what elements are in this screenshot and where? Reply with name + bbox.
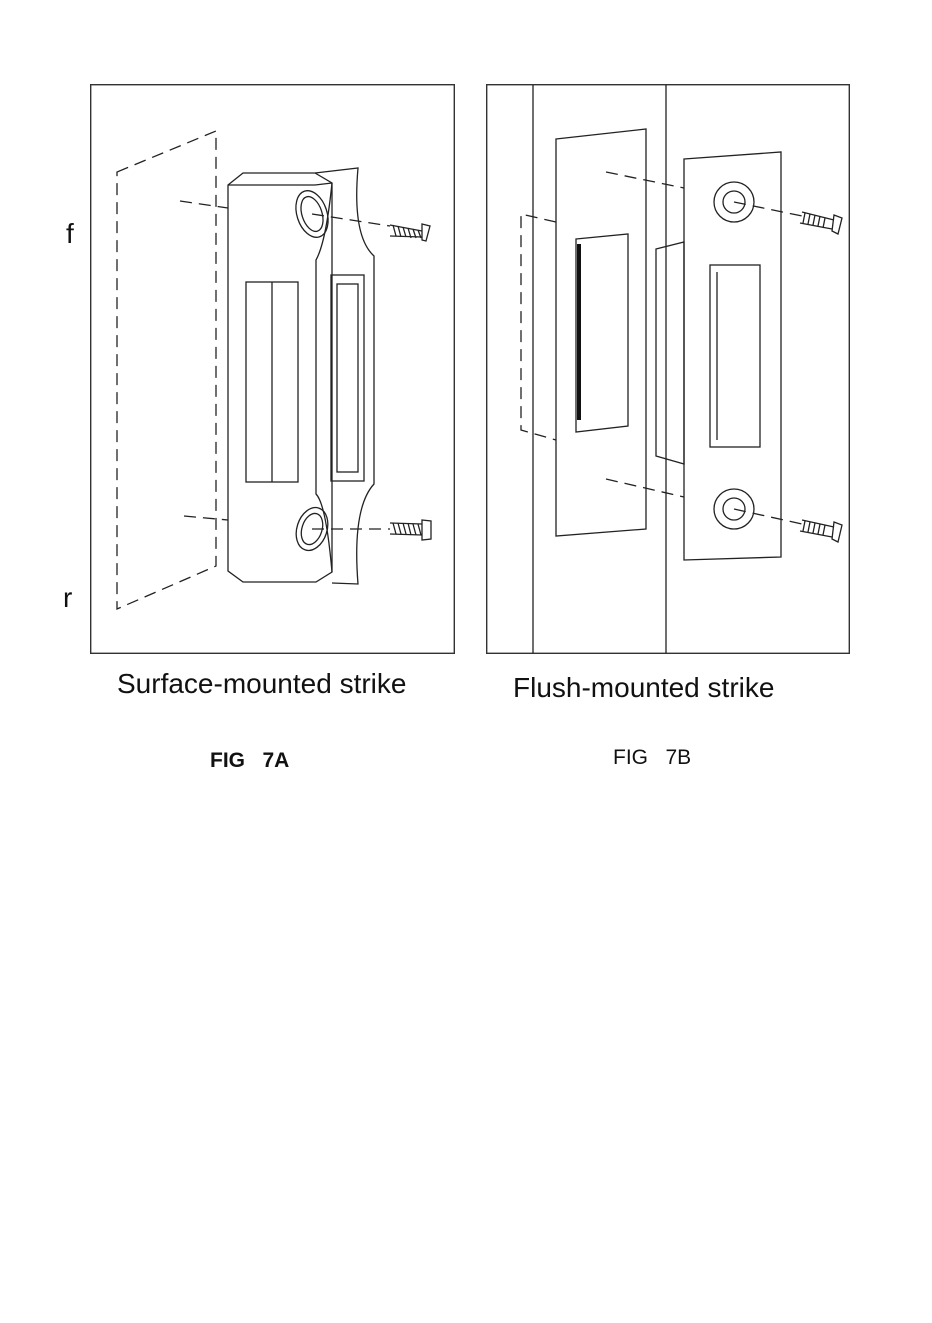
leader-line-lower	[606, 479, 684, 497]
figure-7a-caption: Surface-mounted strike	[117, 668, 406, 700]
lower-screw	[390, 520, 431, 540]
figure-7a-panel	[90, 84, 455, 654]
recess-pocket	[576, 234, 628, 432]
strike-side-opening-inner	[337, 284, 358, 472]
leader-line-lower	[184, 516, 228, 520]
figure-7b-frame	[487, 85, 850, 654]
flush-mounted-strike-illustration	[486, 84, 850, 654]
strike-side-face	[315, 168, 374, 584]
strike-box-depth	[656, 242, 684, 464]
surface-mounted-strike-illustration	[90, 84, 455, 654]
strike-side-inner-curve	[316, 183, 332, 572]
lower-screw	[800, 520, 842, 542]
upper-screw	[390, 224, 430, 241]
figure-7b-label: FIG 7B	[613, 746, 691, 770]
leader-line-upper	[606, 172, 684, 188]
side-label-bottom: r	[63, 582, 72, 614]
mounting-surface-outline	[117, 131, 216, 609]
hidden-recess-depth	[521, 214, 556, 440]
upper-screw-axis	[312, 214, 390, 226]
figure-7b-caption: Flush-mounted strike	[513, 672, 774, 704]
figure-7b-panel	[486, 84, 850, 654]
upper-screw	[800, 212, 842, 234]
leader-line-upper	[180, 201, 228, 208]
strike-side-opening	[331, 275, 364, 481]
figure-7a-label: FIG 7A	[210, 749, 289, 773]
lower-screw-axis	[734, 509, 802, 524]
frame-recess	[556, 129, 646, 536]
upper-screw-axis	[734, 202, 802, 216]
side-label-top: f	[66, 218, 74, 250]
strike-top-edge	[228, 183, 332, 185]
